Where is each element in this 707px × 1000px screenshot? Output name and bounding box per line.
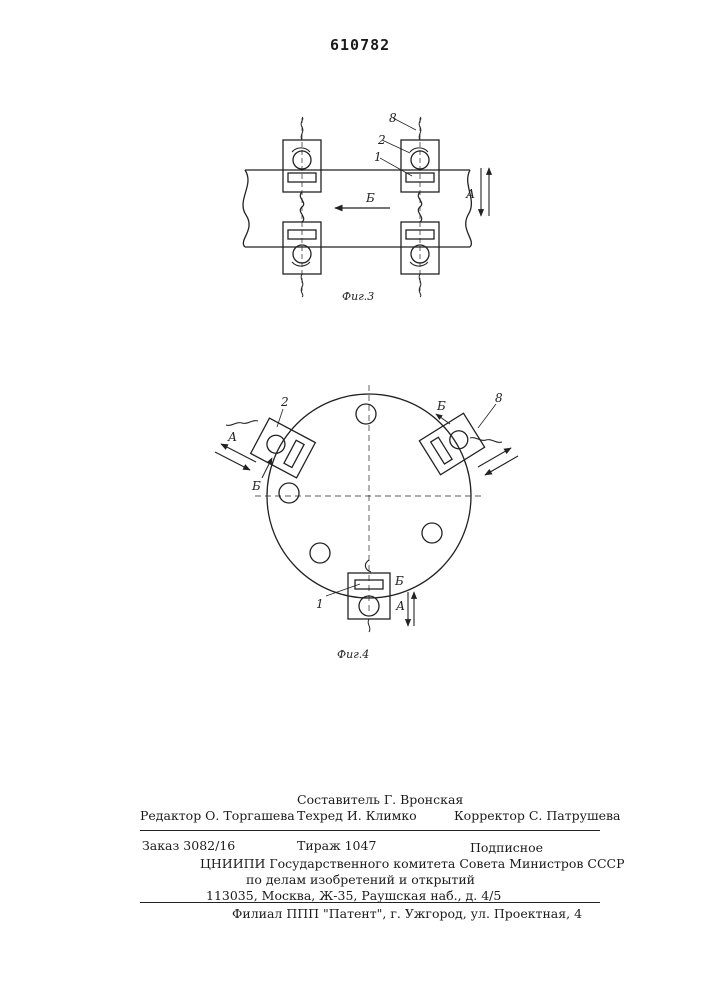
arrow-b-right — [436, 414, 450, 424]
fig3-caption: Фиг.3 — [342, 290, 374, 303]
fig4-caption: Фиг.4 — [337, 648, 369, 661]
affairs-line: по делам изобретений и открытий — [246, 872, 475, 887]
institute-line: ЦНИИПИ Государственного комитета Совета … — [200, 856, 625, 871]
fig4-label-b-top: Б — [436, 399, 446, 413]
corrector-line: Корректор С. Патрушева — [454, 808, 620, 823]
techred-line: Техред И. Климко — [297, 808, 417, 823]
fig3-label-8: 8 — [389, 111, 397, 125]
address-line: 113035, Москва, Ж-35, Раушская наб., д. … — [206, 888, 501, 903]
fig3-label-b: Б — [365, 191, 375, 205]
fig4-label-b-left: Б — [251, 479, 261, 493]
arrow-a-right-1 — [478, 448, 511, 467]
figure-4 — [215, 385, 518, 632]
fig3-label-2: 2 — [377, 133, 386, 147]
fig4-label-2: 2 — [280, 395, 289, 409]
roller-unit-right — [419, 413, 484, 474]
roller-unit-bottom — [348, 560, 390, 632]
order-line: Заказ 3082/16 — [142, 838, 235, 853]
divider-top — [140, 830, 600, 831]
fig4-label-b-bottom: Б — [394, 574, 404, 588]
divider-bottom — [140, 902, 600, 903]
branch-line: Филиал ППП "Патент", г. Ужгород, ул. Про… — [232, 906, 582, 921]
fig3-label-1: 1 — [374, 150, 382, 164]
editor-line: Редактор О. Торгашева — [140, 808, 295, 823]
arrow-a-left-1 — [215, 452, 250, 470]
figure-3 — [243, 117, 489, 297]
arrow-a-right-2 — [485, 456, 518, 475]
roller-unit-left — [251, 418, 316, 478]
circulation-line: Тираж 1047 — [297, 838, 376, 853]
fig4-label-a-left: А — [227, 430, 237, 444]
strip-right-break — [466, 170, 472, 247]
fig4-label-a-bottom: А — [395, 599, 405, 613]
strip-left-break — [243, 170, 249, 247]
fig4-label-1: 1 — [316, 597, 324, 611]
fig3-label-a: А — [465, 187, 475, 201]
fig4-label-8: 8 — [495, 391, 503, 405]
subscription-line: Подписное — [470, 840, 543, 855]
compiler-line: Составитель Г. Вронская — [297, 792, 463, 807]
